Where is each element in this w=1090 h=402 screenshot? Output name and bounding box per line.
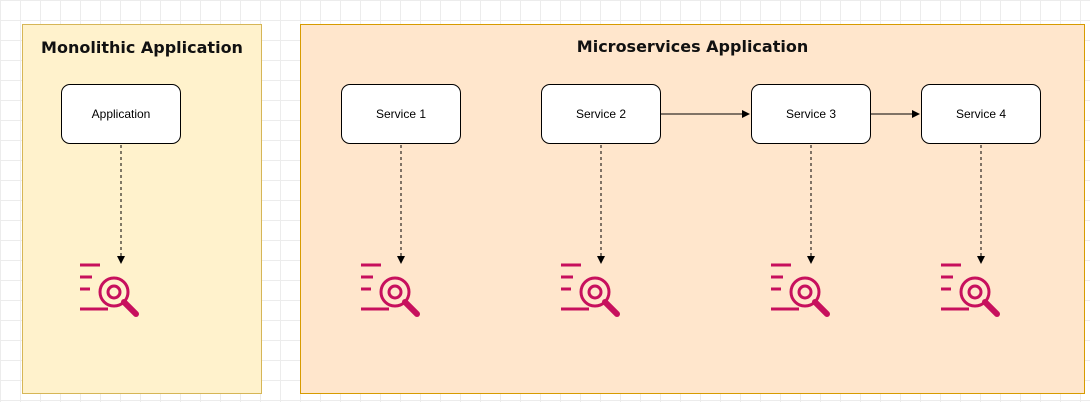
- service-3-node[interactable]: Service 3: [751, 84, 871, 144]
- log-search-icon: [771, 263, 830, 317]
- service-1-node[interactable]: Service 1: [341, 84, 461, 144]
- application-node[interactable]: Application: [61, 84, 181, 144]
- log-search-icon: [561, 263, 620, 317]
- service-4-node[interactable]: Service 4: [921, 84, 1041, 144]
- microservices-application-group: Microservices Application: [300, 24, 1085, 394]
- microservices-application-title: Microservices Application: [576, 37, 809, 56]
- monolithic-application-title: Monolithic Application: [41, 38, 243, 57]
- monolithic-application-group: Monolithic Application: [22, 24, 262, 394]
- log-search-icon: [361, 263, 420, 317]
- log-search-icon: [80, 263, 139, 317]
- log-search-icon: [941, 263, 1000, 317]
- service-2-node[interactable]: Service 2: [541, 84, 661, 144]
